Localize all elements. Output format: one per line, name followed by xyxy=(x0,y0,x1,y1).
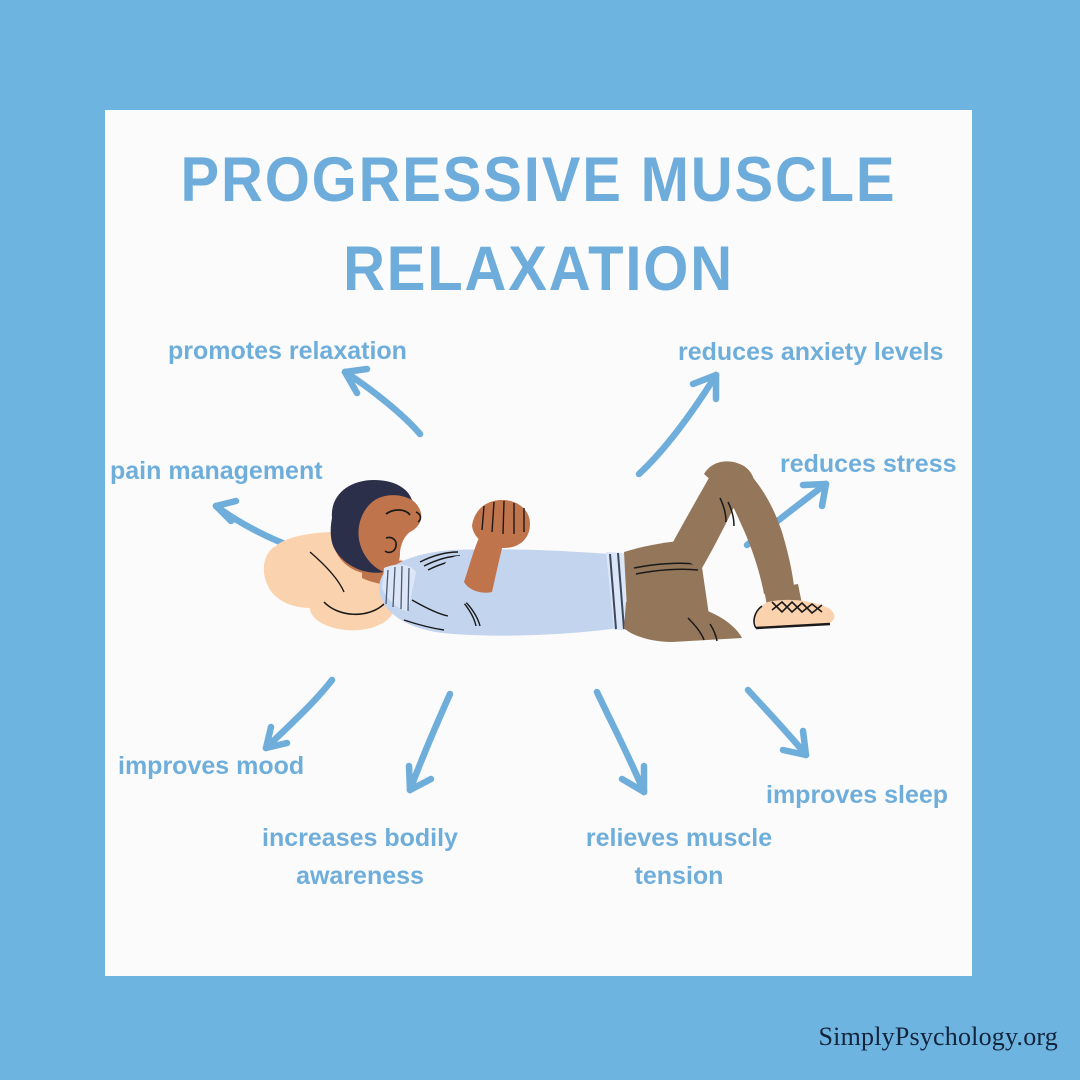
page-title-line-2: Relaxation xyxy=(343,234,734,305)
benefit-label-improves-sleep: improves sleep xyxy=(766,781,949,809)
pillow-crease-2 xyxy=(309,551,345,593)
knuckle-lines xyxy=(481,500,525,535)
arrow-to-relieves-muscle-tension-icon xyxy=(593,688,648,796)
shoe-laces xyxy=(771,600,823,615)
closed-eye xyxy=(385,509,411,516)
brand-credit: SimplyPsychology.org xyxy=(818,1022,1058,1051)
waistband-stripes xyxy=(609,552,625,630)
shoe-sole xyxy=(755,622,831,630)
collar-shape xyxy=(382,564,416,612)
shin-shape xyxy=(720,470,794,594)
collar-ribbing xyxy=(385,565,410,612)
benefit-label-increases-bodily-awareness: increases bodily awareness xyxy=(262,824,458,890)
shoe-heel-line xyxy=(753,605,763,629)
hair-shape xyxy=(330,480,412,573)
sleeve-shape xyxy=(436,556,479,607)
pillow-crease-1 xyxy=(323,601,385,616)
content-panel xyxy=(105,110,972,976)
far-leg-shape xyxy=(624,600,742,642)
benefit-label-improves-mood: improves mood xyxy=(118,752,305,780)
arrow-to-reduces-anxiety-levels-icon xyxy=(635,371,720,478)
benefit-label-pain-management: pain management xyxy=(110,457,323,485)
benefit-label-reduces-stress: reduces stress xyxy=(780,450,957,478)
benefit-label-relieves-muscle-tension: relieves muscle tension xyxy=(585,824,773,890)
arrow-to-improves-sleep-icon xyxy=(744,686,810,759)
far-leg-fold-lines xyxy=(687,617,718,642)
arrow-to-increases-bodily-awareness-icon xyxy=(405,690,454,794)
hip-fold-lines xyxy=(633,562,699,575)
page-title-line-1: Progressive Muscle xyxy=(180,145,897,215)
forearm-shape xyxy=(464,536,504,593)
thigh-shape xyxy=(672,476,744,568)
page-title: Progressive Muscle Relaxation xyxy=(140,136,938,315)
arrow-to-promotes-relaxation-icon xyxy=(341,365,424,438)
nose-shape xyxy=(415,511,422,523)
ear-shape xyxy=(384,536,397,554)
fist-shape xyxy=(472,500,530,548)
benefit-label-reduces-anxiety-levels: reduces anxiety levels xyxy=(678,338,944,366)
reclining-person-illustration xyxy=(263,461,835,642)
benefit-label-promotes-relaxation: promotes relaxation xyxy=(168,337,407,365)
arrow-to-improves-mood-icon xyxy=(262,676,336,752)
